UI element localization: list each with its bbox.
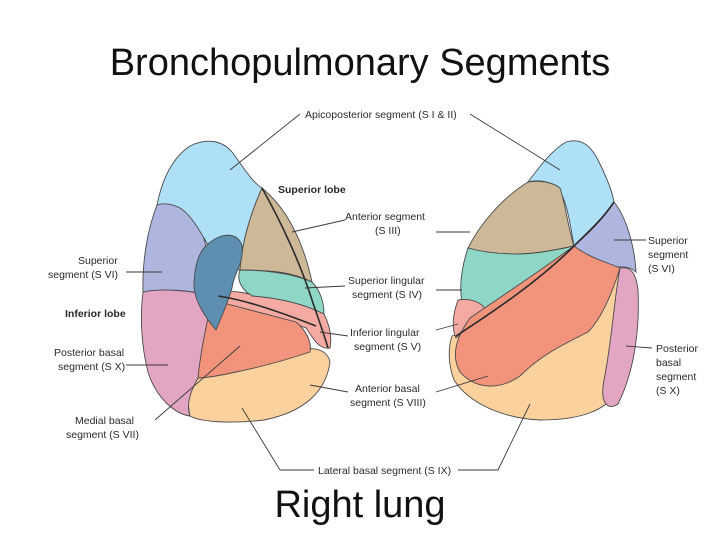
right-anterior-region — [467, 180, 575, 255]
label-inferior-lingular-1: Inferior lingular — [350, 327, 420, 339]
left-horizontal-fissure — [217, 295, 317, 327]
label-lateral-basal: Lateral basal segment (S IX) — [318, 465, 451, 477]
label-left-superior-1: Superior — [78, 255, 118, 267]
leader-lines — [126, 113, 653, 471]
label-anterior-segment-1: Anterior segment — [345, 211, 425, 223]
label-right-superior-3: (S VI) — [648, 263, 675, 275]
label-right-posterior-basal-2: basal — [656, 357, 681, 369]
slide-subtitle: Right lung — [274, 484, 446, 526]
right-posterior-basal-region — [602, 267, 639, 407]
label-right-posterior-basal-3: segment — [656, 371, 696, 383]
right-lung-view — [448, 140, 639, 421]
label-right-posterior-basal-4: (S X) — [656, 385, 680, 397]
left-medial-basal-region — [193, 234, 243, 331]
left-lung-view — [140, 140, 332, 423]
slide-title: Bronchopulmonary Segments — [109, 42, 611, 84]
diagram-labels: Apicoposterior segment (S I & II) Superi… — [48, 109, 699, 477]
label-anterior-basal-2: segment (S VIII) — [350, 397, 426, 409]
label-medial-basal-2: segment (S VII) — [66, 429, 139, 441]
right-anterior-basal-region — [454, 245, 621, 387]
label-inferior-lingular-2: segment (S V) — [354, 341, 421, 353]
label-right-posterior-basal-1: Posterior — [656, 343, 699, 355]
left-oblique-fissure — [261, 187, 329, 349]
label-left-superior-2: segment (S VI) — [48, 269, 118, 281]
label-apicoposterior: Apicoposterior segment (S I & II) — [305, 109, 457, 121]
right-oblique-fissure — [455, 201, 615, 337]
label-superior-lobe: Superior lobe — [278, 184, 346, 196]
label-anterior-basal-1: Anterior basal — [355, 383, 420, 395]
label-left-posterior-basal-2: segment (S X) — [58, 361, 125, 373]
label-right-superior-2: segment — [648, 249, 688, 261]
label-superior-lingular-2: segment (S IV) — [352, 289, 422, 301]
label-inferior-lobe: Inferior lobe — [65, 308, 126, 320]
label-superior-lingular-1: Superior lingular — [348, 275, 425, 287]
label-medial-basal-1: Medial basal — [75, 415, 134, 427]
label-left-posterior-basal-1: Posterior basal — [54, 347, 124, 359]
label-right-superior-1: Superior — [648, 235, 688, 247]
label-anterior-segment-2: (S III) — [375, 225, 401, 237]
